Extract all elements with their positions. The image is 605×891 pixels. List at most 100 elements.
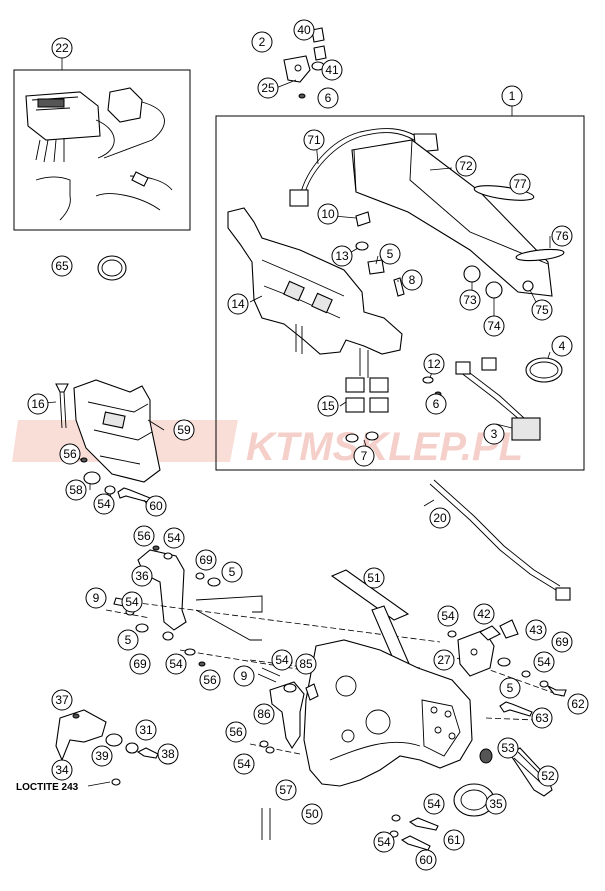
- callout-34: 34: [51, 759, 73, 781]
- callout-65: 65: [51, 255, 73, 277]
- callout-circle: [373, 831, 395, 853]
- callout-circle: [93, 493, 115, 515]
- callout-label: 1: [509, 89, 516, 103]
- callout-54: 54: [165, 653, 187, 675]
- callout-35: 35: [485, 793, 507, 815]
- callout-label: 76: [555, 229, 569, 243]
- part-22-frame: [13, 69, 191, 231]
- callout-circle: [429, 507, 451, 529]
- callout-6: 6: [317, 87, 339, 109]
- callout-label: 54: [377, 835, 391, 849]
- callout-label: 5: [507, 681, 514, 695]
- callout-5: 5: [221, 561, 243, 583]
- callout-circle: [65, 479, 87, 501]
- callout-circle: [157, 743, 179, 765]
- callout-label: 65: [55, 259, 69, 273]
- callout-63: 63: [531, 707, 553, 729]
- callout-circle: [227, 293, 249, 315]
- callout-9: 9: [233, 665, 255, 687]
- callout-circle: [423, 793, 445, 815]
- callout-label: 8: [409, 273, 416, 287]
- callout-8: 8: [401, 269, 423, 291]
- callout-4: 4: [551, 335, 573, 357]
- callout-label: 72: [459, 159, 473, 173]
- callout-label: 2: [259, 35, 266, 49]
- callout-circle: [165, 653, 187, 675]
- callout-60: 60: [145, 495, 167, 517]
- callout-54: 54: [373, 831, 395, 853]
- callout-label: 34: [55, 763, 69, 777]
- callout-circle: [437, 605, 459, 627]
- callout-label: 54: [275, 653, 289, 667]
- callout-54: 54: [93, 493, 115, 515]
- callout-circle: [85, 587, 107, 609]
- callout-circle: [51, 255, 73, 277]
- callout-label: 41: [325, 63, 339, 77]
- callout-circle: [117, 629, 139, 651]
- callout-circle: [485, 793, 507, 815]
- callout-5: 5: [499, 677, 521, 699]
- callout-85: 85: [295, 653, 317, 675]
- callout-label: 56: [63, 447, 77, 461]
- callout-circle: [537, 765, 559, 787]
- callout-41: 41: [321, 59, 343, 81]
- callout-circle: [459, 289, 481, 311]
- callout-label: 27: [437, 653, 451, 667]
- callout-9: 9: [85, 587, 107, 609]
- callout-circle: [293, 19, 315, 41]
- callout-54: 54: [233, 753, 255, 775]
- callout-7: 7: [353, 445, 375, 467]
- callout-62: 62: [567, 693, 589, 715]
- callout-circle: [501, 85, 523, 107]
- callout-label: 9: [241, 669, 248, 683]
- callout-label: 50: [305, 807, 319, 821]
- callout-54: 54: [163, 527, 185, 549]
- callout-20: 20: [429, 507, 451, 529]
- callout-label: 22: [55, 41, 69, 55]
- callout-label: 60: [419, 853, 433, 867]
- callout-circle: [443, 829, 465, 851]
- callout-label: 16: [31, 397, 45, 411]
- watermark-text: KTMSKLEP.PL: [246, 425, 523, 469]
- callout-circle: [195, 549, 217, 571]
- callout-circle: [257, 77, 279, 99]
- callout-label: 40: [297, 23, 311, 37]
- callout-37: 37: [51, 689, 73, 711]
- callout-label: 63: [535, 711, 549, 725]
- callout-label: 38: [161, 747, 175, 761]
- callout-5: 5: [117, 629, 139, 651]
- callout-circle: [455, 155, 477, 177]
- callout-1: 1: [501, 85, 523, 107]
- callout-circle: [145, 495, 167, 517]
- callout-56: 56: [225, 721, 247, 743]
- callout-label: 56: [229, 725, 243, 739]
- callout-circle: [497, 737, 519, 759]
- callout-13: 13: [331, 245, 353, 267]
- callout-circle: [271, 649, 293, 671]
- callout-circle: [51, 37, 73, 59]
- callout-16: 16: [27, 393, 49, 415]
- callout-label: 54: [441, 609, 455, 623]
- callout-label: 54: [97, 497, 111, 511]
- callout-57: 57: [275, 779, 297, 801]
- callout-label: 75: [535, 303, 549, 317]
- callout-77: 77: [509, 173, 531, 195]
- callout-circle: [233, 753, 255, 775]
- callout-circle: [251, 31, 273, 53]
- callout-14: 14: [227, 293, 249, 315]
- callout-label: 4: [559, 339, 566, 353]
- callout-circle: [551, 335, 573, 357]
- callout-54: 54: [121, 591, 143, 613]
- callout-circle: [423, 353, 445, 375]
- callout-circle: [59, 443, 81, 465]
- callout-38: 38: [157, 743, 179, 765]
- callout-label: 5: [125, 633, 132, 647]
- callout-label: 56: [203, 673, 217, 687]
- callout-circle: [221, 561, 243, 583]
- callout-circle: [303, 129, 325, 151]
- callout-6: 6: [425, 393, 447, 415]
- callout-label: 77: [513, 177, 527, 191]
- part-51-bar: [330, 569, 411, 671]
